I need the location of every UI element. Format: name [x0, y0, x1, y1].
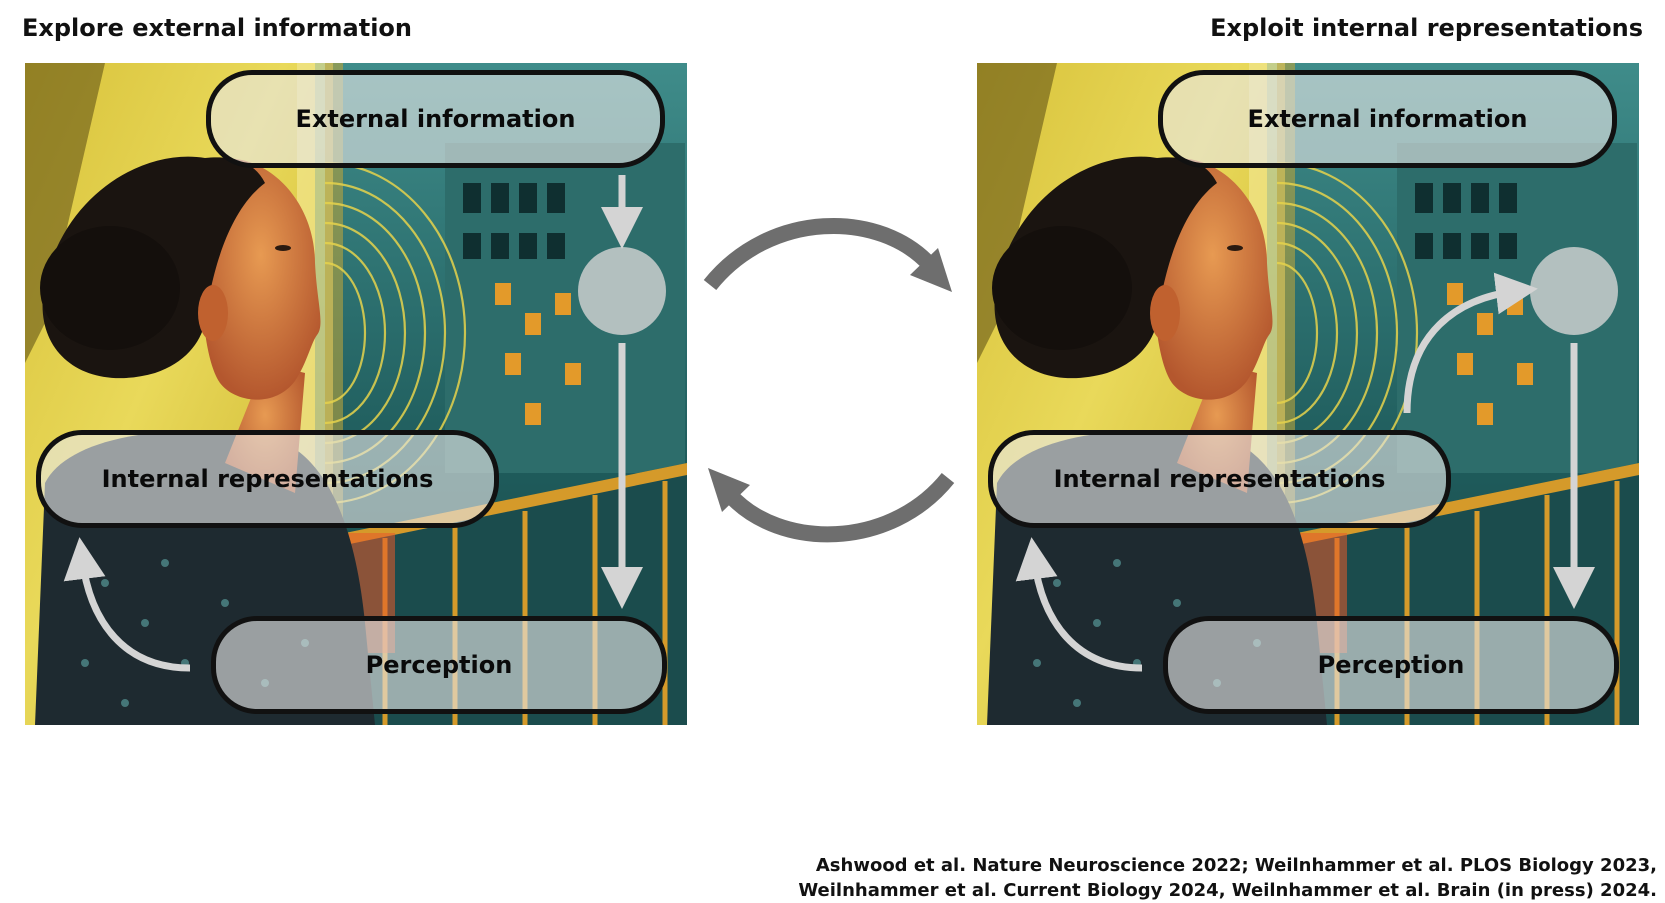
internal-representations-box: Internal representations: [988, 430, 1451, 528]
left-panel-title: Explore external information: [22, 14, 412, 42]
curved-arrow-right-icon: [703, 217, 936, 291]
citation-line-2: Weilnhammer et al. Current Biology 2024,…: [798, 880, 1657, 901]
perception-box: Perception: [211, 616, 667, 714]
citation-line-1: Ashwood et al. Nature Neuroscience 2022;…: [815, 855, 1657, 876]
external-information-box: External information: [1158, 70, 1617, 168]
internal-representations-box: Internal representations: [36, 430, 499, 528]
explore-exploit-cycle: [703, 217, 955, 543]
exploit-panel: External information Internal representa…: [977, 63, 1639, 725]
curved-arrow-left-head-icon: [708, 468, 750, 512]
curved-arrow-right-head-icon: [910, 248, 952, 292]
explore-panel: External information Internal representa…: [25, 63, 687, 725]
external-information-box: External information: [206, 70, 665, 168]
perception-box: Perception: [1163, 616, 1619, 714]
right-panel-title: Exploit internal representations: [1210, 14, 1643, 42]
curved-arrow-left-icon: [724, 472, 955, 543]
